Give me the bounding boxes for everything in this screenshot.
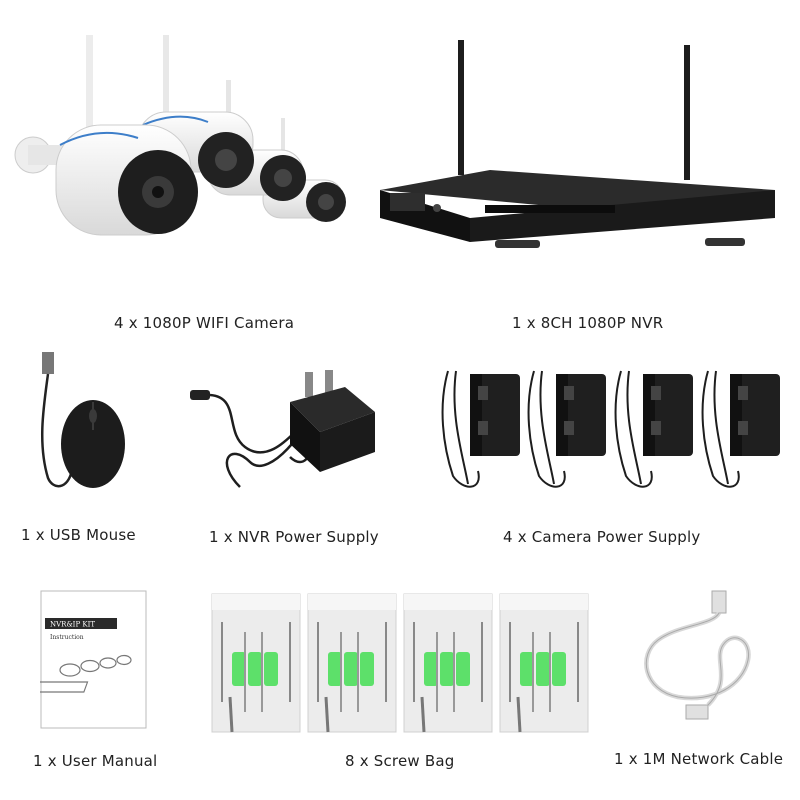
manual-subtitle: Instruction (50, 634, 84, 641)
nvr-recorder-image (375, 40, 785, 255)
camera-power-supply-image (438, 366, 783, 496)
network-cable-image (638, 585, 758, 730)
nvr-caption: 1 x 8CH 1080P NVR (512, 314, 664, 332)
usb-mouse-caption: 1 x USB Mouse (21, 526, 136, 544)
manual-header: NVR&IP KIT (50, 621, 95, 629)
wifi-camera-image (8, 30, 358, 250)
wifi-camera-caption: 4 x 1080P WIFI Camera (114, 314, 295, 332)
screw-bag-caption: 8 x Screw Bag (345, 752, 455, 770)
user-manual-image: NVR&IP KIT Instruction (40, 590, 148, 730)
network-cable-caption: 1 x 1M Network Cable (614, 750, 784, 768)
screw-bag-image (210, 592, 590, 737)
usb-mouse-image (38, 350, 138, 495)
nvr-power-supply-image (185, 362, 380, 497)
nvr-power-supply-caption: 1 x NVR Power Supply (209, 528, 379, 546)
user-manual-caption: 1 x User Manual (33, 752, 158, 770)
camera-power-supply-caption: 4 x Camera Power Supply (503, 528, 701, 546)
